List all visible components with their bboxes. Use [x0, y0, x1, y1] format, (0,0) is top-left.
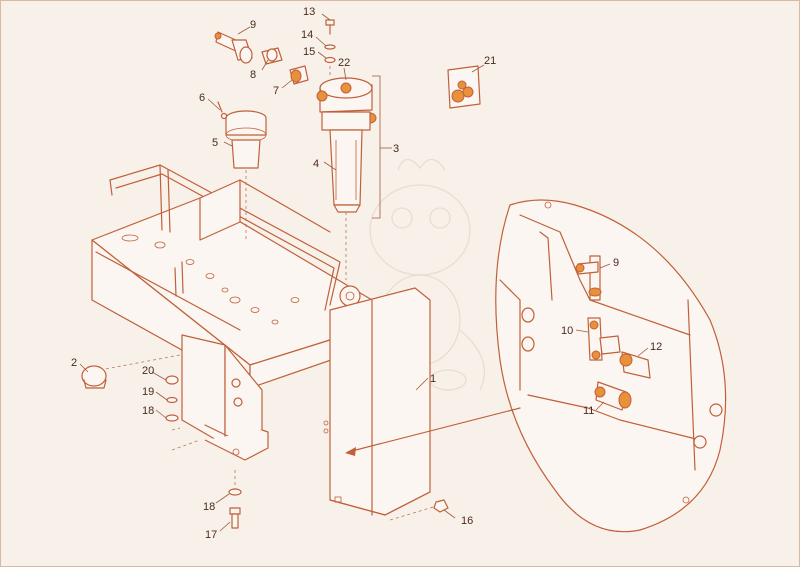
detail-callout-10: 10 — [561, 325, 573, 337]
callout-19: 19 — [142, 386, 154, 398]
callout-5: 5 — [212, 137, 218, 149]
callout-20: 20 — [142, 365, 154, 377]
callout-22: 22 — [338, 57, 350, 69]
arrow-head — [345, 447, 356, 456]
washer-18 — [165, 414, 179, 422]
callout-16: 16 — [461, 515, 473, 527]
cap-2 — [81, 365, 107, 389]
callout-14: 14 — [301, 29, 313, 41]
bracket-3 — [372, 75, 381, 219]
fitting-7 — [289, 65, 309, 85]
callout-1: 1 — [430, 373, 436, 385]
frame-assembly — [91, 164, 431, 516]
callout-18-left: 18 — [142, 405, 154, 417]
washer-19 — [166, 396, 178, 404]
hydraulic-filter-icon — [316, 77, 377, 213]
callout-18-bottom: 18 — [203, 501, 215, 513]
filter-cap-part — [225, 110, 267, 169]
screw-stack-13 — [324, 19, 336, 78]
fitting-8 — [261, 47, 283, 65]
callout-13: 13 — [303, 6, 315, 18]
bolt-17 — [229, 507, 241, 529]
callout-labels: 9 13 14 15 8 22 7 21 6 5 3 4 2 20 19 18 … — [71, 6, 662, 541]
leader-lines — [79, 13, 649, 532]
nut-20 — [165, 375, 179, 385]
nut-16 — [433, 499, 449, 513]
callout-17: 17 — [205, 529, 217, 541]
seal-kit-bag-icon — [447, 65, 481, 109]
detail-arrow — [347, 407, 521, 453]
detail-callout-12: 12 — [650, 341, 662, 353]
detail-callout-11: 11 — [583, 405, 594, 417]
callout-2: 2 — [71, 357, 77, 369]
callout-9: 9 — [250, 19, 256, 31]
callout-21: 21 — [484, 55, 496, 67]
callout-15: 15 — [303, 46, 315, 58]
callout-7: 7 — [273, 85, 279, 97]
detail-view — [495, 199, 727, 533]
tee-fitting-icon — [214, 31, 253, 64]
callout-8: 8 — [250, 69, 256, 81]
callout-6: 6 — [199, 92, 205, 104]
detail-callout-9: 9 — [613, 257, 619, 269]
callout-3: 3 — [393, 143, 399, 155]
washer-18-bottom — [228, 488, 242, 496]
callout-4: 4 — [313, 158, 319, 170]
screw-6 — [217, 101, 223, 113]
